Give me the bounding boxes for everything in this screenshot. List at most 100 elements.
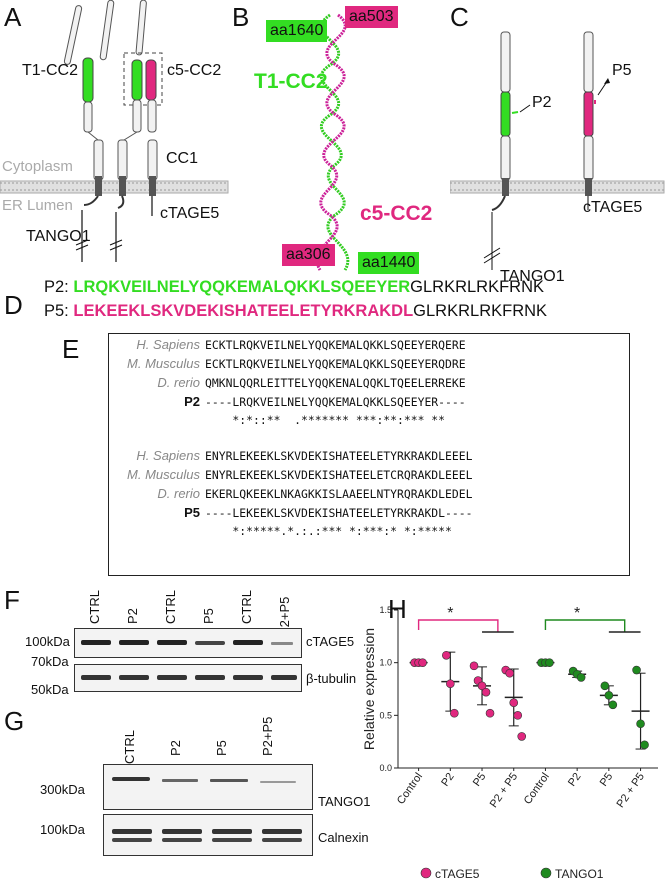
legend-marker [540,867,552,879]
species-label: H. Sapiens [136,337,200,352]
p2-tail-seq: GLRKRLRKFRNK [410,278,545,296]
label-ctage5-a: cTAGE5 [160,205,220,222]
data-point [545,658,554,667]
conservation-row: *:*****.*.:.:*** *:***:* *:***** [205,524,452,538]
species-label: D. rerio [157,486,200,501]
label-tango1-c: TANGO1 [500,268,565,285]
legend-label: TANGO1 [555,867,604,881]
band-label-tango1: TANGO1 [318,794,371,809]
panel-label-b: B [232,2,250,32]
data-point [636,719,645,729]
c5-cc2-helix [315,13,347,271]
label-tango1-a: TANGO1 [26,228,91,245]
data-point [632,665,641,675]
label-er-lumen: ER Lumen [2,197,73,214]
species-label: P2 [184,394,200,409]
data-point [600,681,610,691]
species-label: P5 [184,505,200,520]
significance-star: * [574,605,580,622]
label-p5-c: P5 [612,62,632,79]
label-c5-cc2: c5-CC2 [167,62,222,79]
significance-bracket [544,619,626,632]
y-tick-label: 0.0 [379,763,392,773]
lane-label: P2 [125,608,140,624]
coiled-coil-structure [315,13,350,271]
ctage5-blot [74,628,302,658]
p5-sequence: P5: LEKEEKLSKVDEKISHATEELETYRKRAKDLGLRKR… [44,302,547,321]
lane-label: CTRL [163,590,178,624]
legend-marker [420,867,432,879]
alignment-row: ECKTLRQKVEILNELYQQKEMALQKKLSQEEYERQDRE [205,357,466,371]
data-point [505,668,515,678]
conservation-row: *:*::** .******* ***:**:*** ** [205,413,446,427]
x-tick-label: Control [522,771,552,807]
label-t1-cc2-b: T1-CC2 [254,70,328,93]
p2-sequence: P2: LRQKVEILNELYQQKEMALQKKLSQEEYERGLRKRL… [44,278,544,297]
label-ctage5-c: cTAGE5 [583,199,643,216]
p5-tail-seq: GLRKRLRKFRNK [413,302,548,320]
alignment-row: ENYRLEKEEKLSKVDEKISHATEELETCRQRAKDLEEEL [205,468,473,482]
lane-label: CTRL [87,590,102,624]
band-label-ctage5: cTAGE5 [306,634,355,649]
alignment-box [108,333,630,576]
legend-label: cTAGE5 [435,867,480,881]
panel-label-a: A [4,2,22,32]
data-point [446,679,455,689]
data-point [517,732,527,741]
x-tick-label: P2 + P5 [488,771,520,810]
panel-label-f: F [4,585,20,615]
y-tick-label: 1.5 [379,605,392,615]
panel-label-g: G [4,706,25,736]
tag-aa1640: aa1640 [266,20,328,42]
data-point [481,687,491,697]
data-point [608,700,618,710]
data-point [576,673,586,682]
band-label-calnexin: Calnexin [318,830,369,845]
panel-label-d: D [4,290,23,320]
x-tick-label: P2 + P5 [615,771,647,810]
data-point [469,661,479,671]
significance-bracket [417,619,499,632]
data-point [513,711,523,720]
tubulin-blot [74,664,302,692]
p2-label: P2: [44,278,69,296]
panel-label-c: C [450,2,469,32]
alignment-row: ENYRLEKEEKLSKVDEKISHATEELETYRKRAKDLEEEL [205,449,473,463]
mw-300kda-g: 300kDa [40,782,85,797]
data-point [640,740,649,750]
data-point [509,698,519,707]
label-cytoplasm: Cytoplasm [2,158,73,175]
panel-a-diagram [0,0,229,262]
tubulin-bands [81,675,297,680]
label-c5-cc2-b: c5-CC2 [360,202,433,225]
calnexin-bands [112,829,302,842]
data-point [418,658,427,667]
y-axis-label: Relative expression [361,628,377,750]
lane-label: CTRL [239,590,254,624]
alignment-row: EKERLQKEEKLNKAGKKISLAAEELNTYRQRAKDLEDEL [205,487,473,501]
tag-aa306: aa306 [282,244,335,266]
band-label-tubulin: β-tubulin [306,671,357,686]
species-label: M. Musculus [127,467,200,482]
p5-label: P5: [44,302,69,320]
y-tick-label: 0.5 [379,710,392,720]
tango1-blot [103,764,313,810]
significance-star: * [447,605,453,622]
lane-label: P5 [214,740,229,756]
panel-c-diagram [450,31,665,270]
mw-50kda-f: 50kDa [31,682,69,697]
lane-label: CTRL [122,730,137,764]
tag-aa503: aa503 [345,6,398,28]
x-tick-label: P2 [566,771,584,789]
lane-label: P2+P5 [260,716,275,756]
tag-aa1440: aa1440 [358,252,420,274]
species-label: M. Musculus [127,356,200,371]
x-tick-label: Control [395,771,425,807]
tango1-bands [112,777,296,783]
alignment-row: ECKTLRQKVEILNELYQQKEMALQKKLSQEEYERQERE [205,338,466,352]
mw-100kda-f: 100kDa [25,634,70,649]
mw-100kda-g: 100kDa [40,822,85,837]
calnexin-blot [103,814,313,856]
alignment-row: QMKNLQQRLEITTELYQQKENALQQKLTQEELERREKE [205,376,466,390]
